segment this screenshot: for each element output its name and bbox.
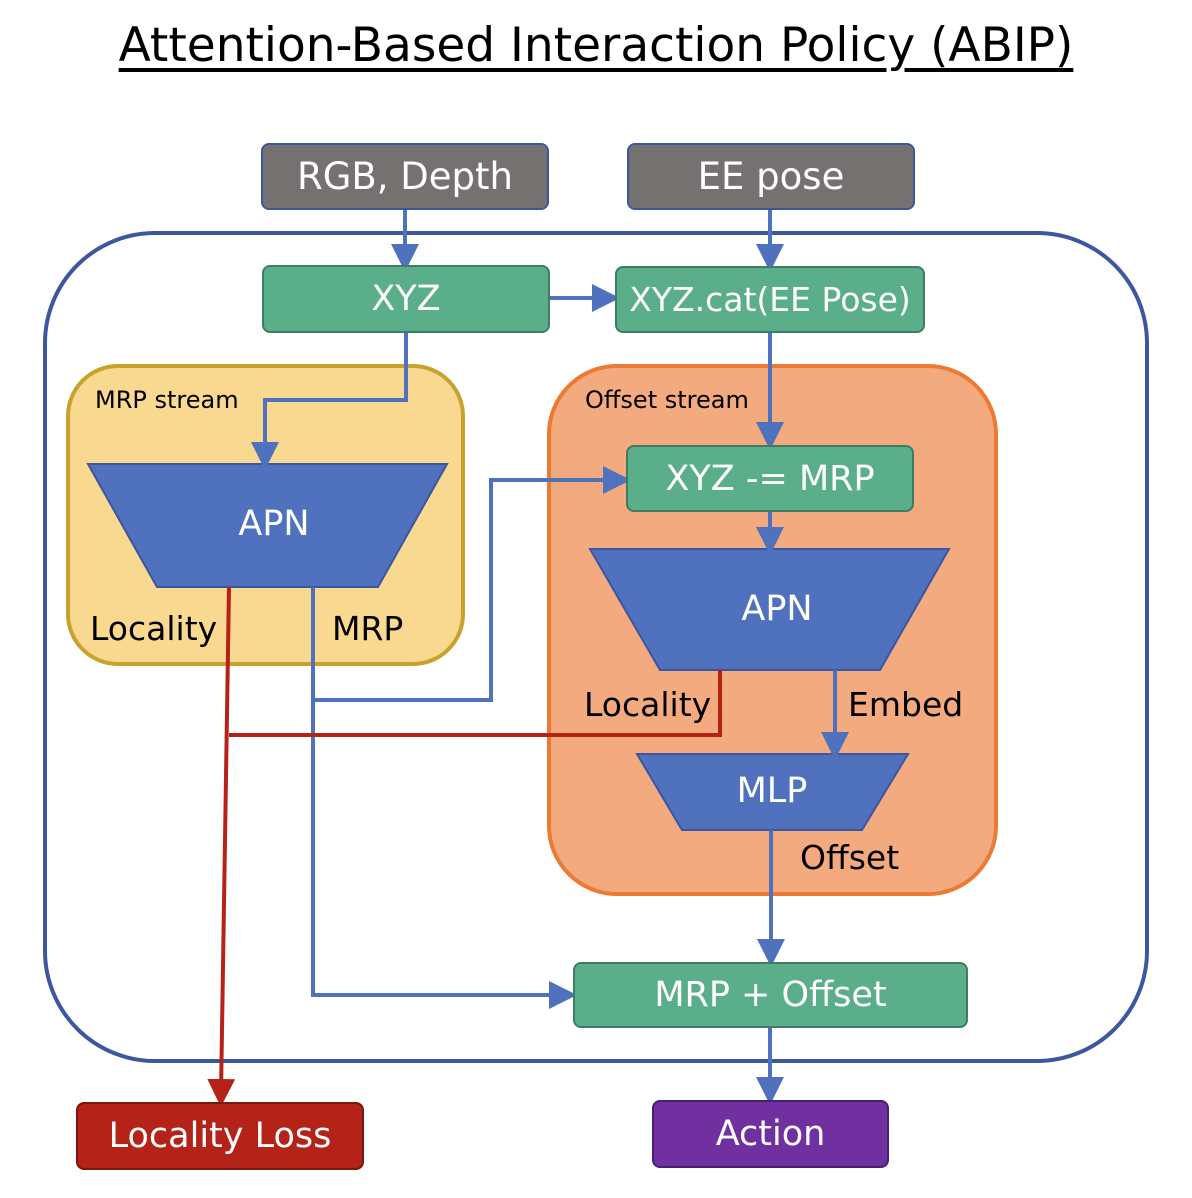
xyz-minus-mrp-node: XYZ -= MRP	[626, 445, 914, 512]
offset-edge-label: Offset	[800, 838, 900, 877]
mrp-stream-label: MRP stream	[95, 386, 239, 414]
arrow-mrp-to-xyzmrp	[311, 466, 631, 702]
apn-mrp-label: APN	[238, 504, 310, 544]
diagram-title: Attention-Based Interaction Policy (ABIP…	[118, 18, 1074, 73]
apn-mrp-trapezoid	[86, 463, 449, 588]
arrow-locality-to-loss	[207, 586, 236, 1107]
arrow-mrp-to-sum	[311, 700, 577, 1009]
locality-offset-label: Locality	[584, 685, 712, 724]
arrow-locality-offset	[229, 670, 722, 737]
mlp-trapezoid	[635, 753, 910, 831]
rgb-depth-input: RGB, Depth	[261, 143, 549, 210]
locality-mrp-label: Locality	[90, 609, 218, 648]
mlp-label: MLP	[736, 771, 808, 811]
mrp-edge-label: MRP	[332, 609, 404, 648]
locality-loss-output: Locality Loss	[76, 1102, 364, 1170]
xyz-node: XYZ	[262, 265, 550, 333]
apn-offset-trapezoid	[588, 548, 951, 671]
mrp-plus-offset-node: MRP + Offset	[573, 962, 968, 1028]
xyz-cat-node: XYZ.cat(EE Pose)	[615, 266, 925, 333]
action-output: Action	[652, 1100, 889, 1168]
policy-container	[43, 231, 1149, 1063]
embed-label: Embed	[848, 685, 964, 724]
ee-pose-input: EE pose	[627, 143, 915, 210]
arrow-xyz-to-apn	[251, 333, 408, 470]
offset-stream-label: Offset stream	[585, 386, 749, 414]
apn-offset-label: APN	[741, 589, 813, 629]
